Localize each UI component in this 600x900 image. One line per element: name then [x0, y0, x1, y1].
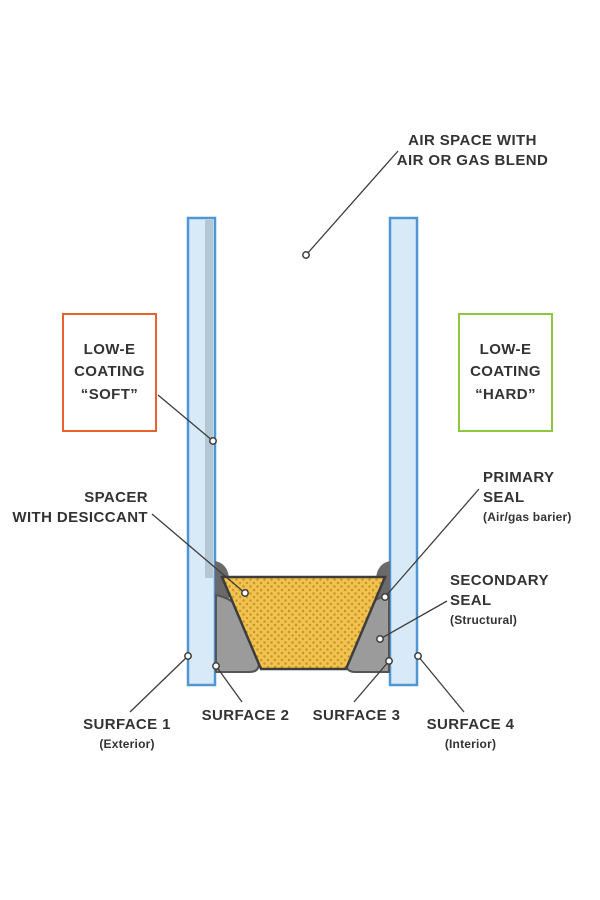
- leader-line-primary-seal: [384, 488, 480, 598]
- leader-lines: [129, 150, 480, 713]
- secondary-seal-label: SECONDARY SEAL (Structural): [450, 571, 549, 628]
- surface-3-label: SURFACE 3: [304, 706, 409, 726]
- secondary-seal-line1: SECONDARY: [450, 572, 549, 589]
- primary-seal-line1: PRIMARY: [483, 469, 555, 486]
- air-space-label: AIR SPACE WITH AIR OR GAS BLEND: [390, 131, 555, 171]
- secondary-seal-line2: SEAL: [450, 591, 492, 609]
- marker-spacer: [241, 589, 249, 597]
- leader-line-air-space: [305, 150, 399, 256]
- marker-surface-1: [184, 652, 192, 660]
- low-e-hard-line2: COATING: [470, 363, 541, 381]
- surface-3-line1: SURFACE 3: [312, 707, 401, 724]
- primary-seal-line3: (Air/gas barier): [483, 509, 572, 524]
- spacer-label: SPACER WITH DESICCANT: [8, 488, 148, 528]
- leader-line-surface-4: [417, 655, 465, 713]
- surface-4-line2: (Interior): [444, 736, 497, 751]
- leader-endpoint-markers: [184, 251, 422, 670]
- air-space-label-line2: AIR OR GAS BLEND: [396, 151, 549, 169]
- marker-low-e-soft: [209, 437, 217, 445]
- marker-surface-2: [212, 662, 220, 670]
- surface-4-line1: SURFACE 4: [426, 716, 515, 733]
- low-e-soft-line2: COATING: [74, 363, 145, 381]
- low-e-hard-line1: LOW-E: [479, 340, 532, 358]
- low-e-soft-line3: “SOFT”: [80, 385, 139, 403]
- interior-glass-pane: [388, 216, 419, 687]
- leader-line-low-e-soft: [157, 394, 214, 442]
- spacer-label-line2: WITH DESICCANT: [12, 508, 148, 526]
- air-space-label-line1: AIR SPACE WITH: [408, 132, 537, 149]
- spacer-bar: [220, 575, 387, 671]
- low-e-hard-line3: “HARD”: [475, 385, 536, 403]
- low-e-hard-coating-box: LOW-E COATING “HARD”: [458, 313, 553, 432]
- surface-1-line1: SURFACE 1: [83, 716, 171, 733]
- surface-4-label: SURFACE 4 (Interior): [418, 715, 523, 753]
- primary-seal-line2: SEAL: [483, 488, 525, 506]
- low-e-soft-line1: LOW-E: [83, 340, 136, 358]
- surface-1-label: SURFACE 1 (Exterior): [72, 715, 182, 753]
- leader-line-surface-1: [129, 655, 189, 713]
- low-e-soft-coating-box: LOW-E COATING “SOFT”: [62, 313, 157, 432]
- marker-air-space: [302, 251, 310, 259]
- surface-2-label: SURFACE 2: [193, 706, 298, 726]
- surface-2-line1: SURFACE 2: [201, 707, 290, 724]
- leader-line-surface-3: [353, 660, 390, 703]
- marker-surface-3: [385, 657, 393, 665]
- secondary-seal-line3: (Structural): [450, 612, 518, 627]
- marker-secondary-seal: [376, 635, 384, 643]
- marker-primary-seal: [381, 593, 389, 601]
- leader-line-secondary-seal: [379, 600, 448, 640]
- spacer-label-line1: SPACER: [84, 489, 148, 506]
- marker-surface-4: [414, 652, 422, 660]
- surface-1-line2: (Exterior): [99, 736, 155, 751]
- primary-seal-label: PRIMARY SEAL (Air/gas barier): [483, 468, 572, 525]
- low-e-soft-coating-layer: [205, 220, 213, 578]
- leader-line-spacer: [151, 513, 246, 594]
- leader-line-surface-2: [215, 665, 243, 703]
